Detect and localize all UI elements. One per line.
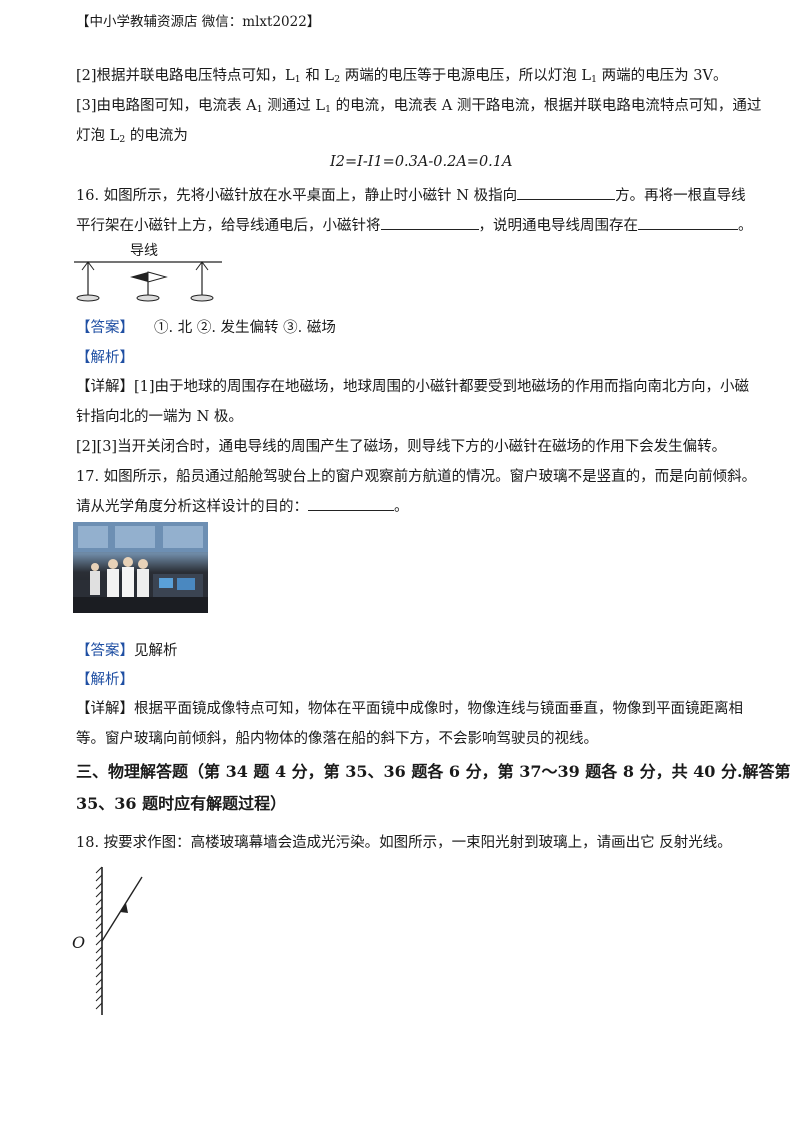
wire-compass-diagram (74, 261, 222, 302)
answer-blank (638, 217, 738, 230)
detail-16-line-2: 针指向北的一端为 N 极。 (76, 409, 243, 425)
detail-16-line-1: 【详解】[1]由于地球的周围存在地磁场，地球周围的小磁针都要受到地磁场的作用而指… (76, 379, 750, 395)
answer-blank (517, 187, 616, 200)
section-3-heading-line-2: 35、36 题时应有解题过程） (76, 794, 287, 813)
question-16-line-1: 16. 如图所示，先将小磁针放在水平桌面上，静止时小磁针 N 极指向方。再将一根… (76, 187, 746, 204)
detail-17-line-2: 等。窗户玻璃向前倾斜，船内物体的像落在船的斜下方，不会影响驾驶员的视线。 (76, 731, 598, 747)
page-header: 【中小学教辅资源店 微信：mlxt2022】 (76, 14, 321, 30)
explanation-line-1: [2]根据并联电路电压特点可知，L1 和 L2 两端的电压等于电源电压，所以灯泡… (76, 68, 728, 85)
question-18: 18. 按要求作图：高楼玻璃幕墙会造成光污染。如图所示，一束阳光射到玻璃上，请画… (76, 835, 732, 851)
ship-bridge-photo (73, 522, 208, 613)
analysis-tag-17: 【解析】 (76, 672, 134, 688)
ship-bridge-illustration (73, 522, 208, 613)
section-3-heading-line-1: 三、物理解答题（第 34 题 4 分，第 35、36 题各 6 分，第 37～3… (76, 762, 791, 781)
answer-blank (308, 498, 394, 511)
mirror-diagram (95, 866, 143, 1015)
explanation-line-3: 灯泡 L2 的电流为 (76, 128, 188, 145)
wire-label: 导线 (130, 243, 158, 259)
detail-17-line-1: 【详解】根据平面镜成像特点可知，物体在平面镜中成像时，物像连线与镜面垂直，物像到… (76, 701, 743, 717)
answer-blank (380, 217, 479, 230)
question-16-line-2: 平行架在小磁针上方，给导线通电后，小磁针将，说明通电导线周围存在。 (76, 217, 753, 234)
detail-16-line-3: [2][3]当开关闭合时，通电导线的周围产生了磁场，则导线下方的小磁针在磁场的作… (76, 439, 727, 455)
answer-16: 【答案】①. 北 ②. 发生偏转 ③. 磁场 (76, 320, 336, 336)
question-17-line-1: 17. 如图所示，船员通过船舱驾驶台上的窗户观察前方航道的情况。窗户玻璃不是竖直… (76, 469, 757, 485)
analysis-tag-16: 【解析】 (76, 350, 134, 366)
current-formula: I2=I-I1=0.3A-0.2A=0.1A (330, 154, 513, 170)
explanation-line-2: [3]由电路图可知，电流表 A1 测通过 L1 的电流，电流表 A 测干路电流，… (76, 98, 762, 115)
answer-17: 【答案】见解析 (76, 643, 178, 659)
wire-compass-figure: 导线 (72, 240, 232, 305)
question-17-line-2: 请从光学角度分析这样设计的目的：。 (76, 498, 409, 515)
point-o-label: O (72, 933, 86, 952)
mirror-figure: O (70, 865, 160, 1020)
